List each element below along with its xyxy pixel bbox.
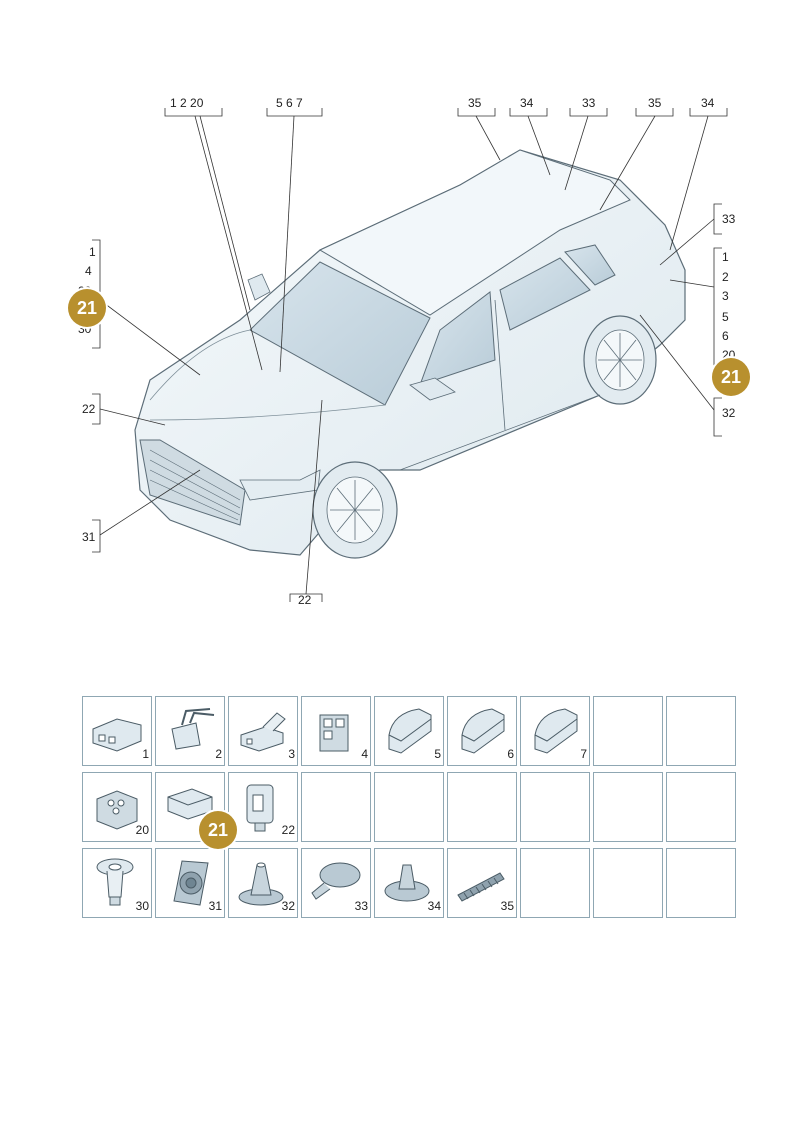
top-label-33: 33 bbox=[582, 96, 596, 110]
multi-pin-connector-icon bbox=[319, 714, 349, 752]
part-number: 22 bbox=[281, 823, 295, 837]
socket-housing-icon bbox=[167, 788, 213, 820]
top-label-34-a: 34 bbox=[520, 96, 534, 110]
top-label-35-b: 35 bbox=[648, 96, 662, 110]
left-item-4: 4 bbox=[85, 264, 92, 278]
part-number: 30 bbox=[135, 899, 149, 913]
plug-connector-icon bbox=[240, 712, 286, 752]
part-cell-32[interactable]: 32 bbox=[228, 848, 298, 918]
part-number: 1 bbox=[142, 747, 149, 761]
rubber-grommet-icon bbox=[384, 864, 430, 902]
left-item-1: 1 bbox=[89, 245, 96, 259]
connector-clip-icon bbox=[171, 708, 215, 750]
part-cell-21[interactable]: 21 bbox=[155, 772, 225, 842]
part-number: 32 bbox=[281, 899, 295, 913]
part-number: 31 bbox=[208, 899, 222, 913]
corrugated-sleeve-icon bbox=[457, 872, 505, 902]
part-number: 5 bbox=[434, 747, 441, 761]
part-cell-31[interactable]: 31 bbox=[155, 848, 225, 918]
cable-cover-icon bbox=[461, 708, 505, 754]
part-number: 3 bbox=[288, 747, 295, 761]
part-cell-22[interactable]: 22 bbox=[228, 772, 298, 842]
right-item-5: 5 bbox=[722, 310, 729, 324]
right-item-3: 3 bbox=[722, 289, 729, 303]
part-cell-empty bbox=[666, 696, 736, 766]
part-cell-empty bbox=[374, 772, 444, 842]
part-number: 4 bbox=[361, 747, 368, 761]
part-cell-2[interactable]: 2 bbox=[155, 696, 225, 766]
part-number: 6 bbox=[507, 747, 514, 761]
part-cell-empty bbox=[593, 772, 663, 842]
part-cell-empty bbox=[593, 848, 663, 918]
top-label-35-a: 35 bbox=[468, 96, 482, 110]
part-number: 34 bbox=[427, 899, 441, 913]
right-item-1: 1 bbox=[722, 250, 729, 264]
part-cell-5[interactable]: 5 bbox=[374, 696, 444, 766]
top-label-1-2-20: 1 2 20 bbox=[170, 96, 204, 110]
car-illustration bbox=[92, 108, 728, 602]
part-cell-1[interactable]: 1 bbox=[82, 696, 152, 766]
part-number: 7 bbox=[580, 747, 587, 761]
part-cell-empty bbox=[301, 772, 371, 842]
cable-cover-icon bbox=[534, 708, 578, 754]
left-callout-badge[interactable]: 21 bbox=[68, 289, 106, 327]
sensor-plug-icon bbox=[246, 784, 274, 832]
part-cell-3[interactable]: 3 bbox=[228, 696, 298, 766]
part-cell-empty bbox=[520, 772, 590, 842]
parts-grid: 1 2 3 4 5 6 7 20 bbox=[82, 696, 738, 920]
right-label-32: 32 bbox=[722, 406, 736, 420]
part-cell-empty bbox=[666, 772, 736, 842]
cable-cover-icon bbox=[388, 708, 432, 754]
rubber-grommet-elbow-icon bbox=[311, 862, 361, 900]
relay-housing-icon bbox=[96, 790, 138, 830]
part-cell-34[interactable]: 34 bbox=[374, 848, 444, 918]
right-callout-badge[interactable]: 21 bbox=[712, 358, 750, 396]
part-cell-20[interactable]: 20 bbox=[82, 772, 152, 842]
part-cell-6[interactable]: 6 bbox=[447, 696, 517, 766]
top-label-34-b: 34 bbox=[701, 96, 715, 110]
right-item-6: 6 bbox=[722, 329, 729, 343]
part-cell-33[interactable]: 33 bbox=[301, 848, 371, 918]
right-item-2: 2 bbox=[722, 270, 729, 284]
connector-housing-icon bbox=[92, 718, 142, 752]
part-number: 20 bbox=[135, 823, 149, 837]
part-cell-30[interactable]: 30 bbox=[82, 848, 152, 918]
rubber-grommet-icon bbox=[238, 862, 284, 906]
left-label-31: 31 bbox=[82, 530, 96, 544]
part-cell-4[interactable]: 4 bbox=[301, 696, 371, 766]
part-cell-empty bbox=[447, 772, 517, 842]
part-cell-empty bbox=[666, 848, 736, 918]
part-cell-7[interactable]: 7 bbox=[520, 696, 590, 766]
grommet-flange-icon bbox=[96, 858, 134, 906]
part-cell-empty bbox=[593, 696, 663, 766]
left-label-22: 22 bbox=[82, 402, 96, 416]
speaker-grille-icon bbox=[173, 860, 209, 906]
grid-callout-badge[interactable]: 21 bbox=[199, 811, 237, 849]
right-label-33: 33 bbox=[722, 212, 736, 226]
part-number: 33 bbox=[354, 899, 368, 913]
part-number: 2 bbox=[215, 747, 222, 761]
part-cell-empty bbox=[520, 848, 590, 918]
bottom-label-22: 22 bbox=[298, 593, 312, 607]
top-label-5-6-7: 5 6 7 bbox=[276, 96, 303, 110]
part-number: 35 bbox=[500, 899, 514, 913]
part-cell-35[interactable]: 35 bbox=[447, 848, 517, 918]
